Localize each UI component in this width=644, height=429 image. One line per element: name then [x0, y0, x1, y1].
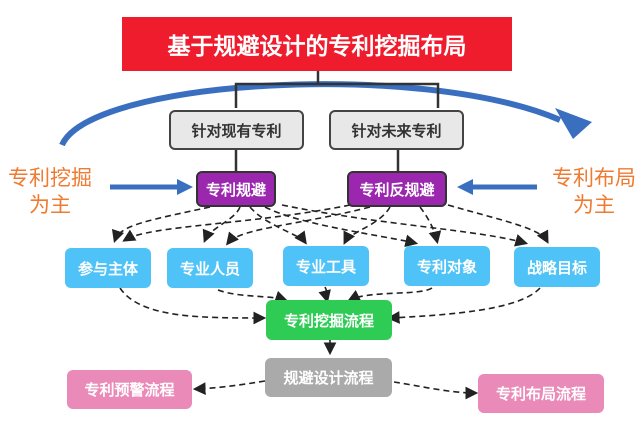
dashed-link: [217, 289, 289, 304]
node-element-1: 专业人员: [167, 248, 253, 288]
node-design-process: 规避设计流程: [265, 358, 392, 397]
dashed-link: [202, 206, 241, 243]
dashed-link: [393, 381, 479, 400]
dashed-link: [343, 206, 391, 245]
node-warning-process: 专利预警流程: [67, 370, 192, 409]
left-label-line1: 专利挖掘: [8, 166, 92, 190]
right-arrow-head: [457, 179, 473, 195]
right-label-line2: 为主: [573, 193, 615, 217]
node-element-4: 战略目标: [514, 247, 600, 287]
dashed-link: [264, 206, 419, 248]
node-element-3: 专利对象: [404, 246, 490, 286]
curved-arc-arrow: [59, 81, 562, 147]
left-side-label: 专利挖掘 为主: [0, 165, 100, 219]
right-label-line1: 专利布局: [552, 166, 636, 190]
node-future-patents: 针对未来专利: [329, 110, 464, 150]
node-patent-counter-avoidance: 专利反规避: [347, 171, 447, 207]
node-patent-avoidance: 专利规避: [196, 171, 276, 207]
dashed-link: [192, 380, 266, 395]
node-layout-process: 专利布局流程: [478, 374, 604, 413]
node-existing-patents: 针对现有专利: [169, 110, 304, 150]
dashed-link: [386, 287, 541, 324]
node-element-2: 专业工具: [283, 246, 369, 286]
diagram-title: 基于规避设计的专利挖掘布局: [122, 17, 512, 71]
dashed-link: [111, 206, 211, 244]
dashed-link: [281, 204, 529, 247]
dashed-link: [318, 286, 331, 304]
node-mining-process: 专利挖掘流程: [266, 300, 392, 340]
left-label-line2: 为主: [29, 193, 71, 217]
tree-connector: [234, 71, 440, 108]
dashed-link: [347, 287, 433, 302]
dashed-link: [225, 206, 371, 246]
dashed-link: [447, 204, 549, 244]
left-arrow-head: [177, 179, 193, 195]
right-side-label: 专利布局 为主: [544, 165, 644, 219]
dashed-link: [419, 206, 442, 245]
dashed-link: [119, 287, 267, 325]
dashed-link: [249, 206, 307, 245]
dashed-link: [122, 204, 351, 242]
node-element-0: 参与主体: [65, 248, 151, 288]
arc-arrowhead: [555, 108, 592, 139]
